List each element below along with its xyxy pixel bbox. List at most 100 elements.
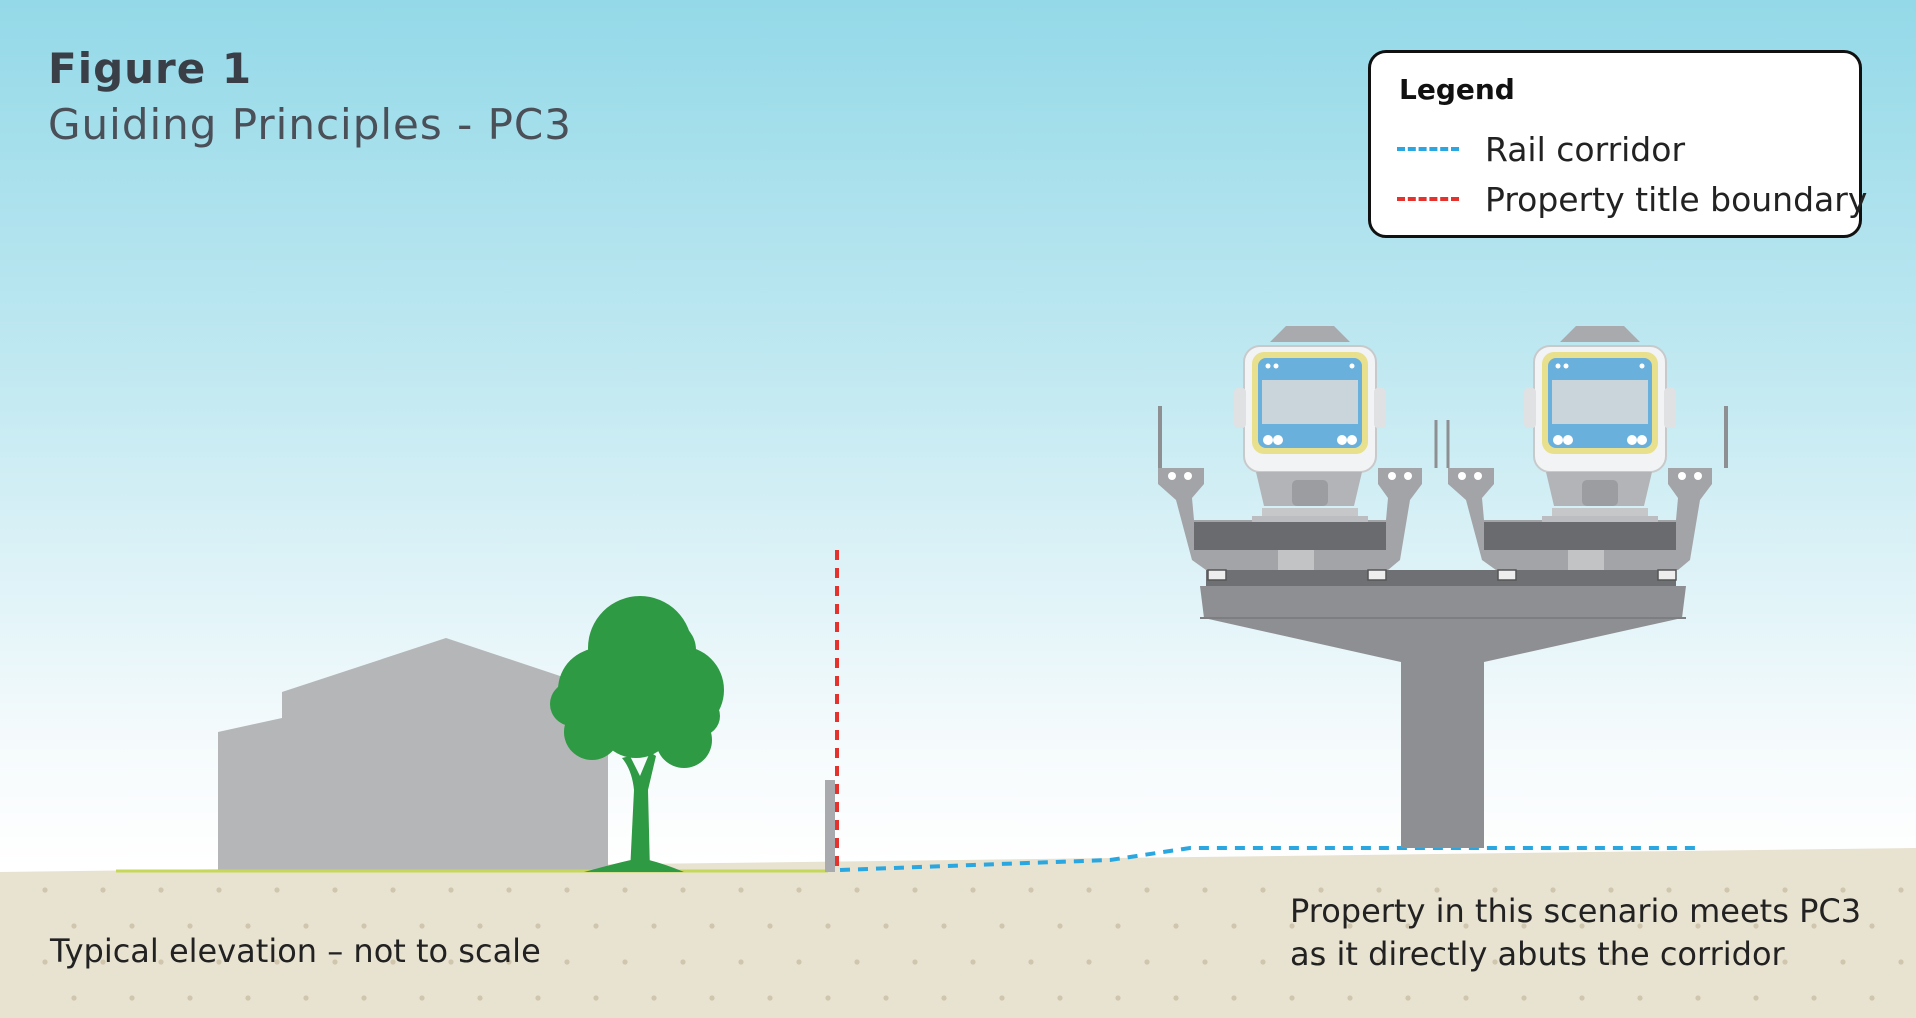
ground-dot <box>187 923 193 929</box>
ground-dot <box>1521 923 1527 929</box>
ground-dot <box>1115 995 1121 1001</box>
ground-dot <box>1405 995 1411 1001</box>
ground-dot <box>245 995 251 1001</box>
ground-dot <box>1202 959 1208 965</box>
ground-dot <box>1347 995 1353 1001</box>
ground-dot <box>1666 959 1672 965</box>
elevation-caption: Typical elevation – not to scale <box>50 932 541 970</box>
ground-dot <box>1434 887 1440 893</box>
ground-dot <box>1463 923 1469 929</box>
legend-title: Legend <box>1399 73 1515 106</box>
ground-dot <box>1231 923 1237 929</box>
ground-dot <box>1260 959 1266 965</box>
ground-dot <box>1057 923 1063 929</box>
ground-dot <box>1869 923 1875 929</box>
ground-dot <box>1434 959 1440 965</box>
ground-dot <box>1550 959 1556 965</box>
house-silhouette <box>218 638 608 872</box>
ground-dot <box>390 959 396 965</box>
ground-dot <box>999 923 1005 929</box>
ground-dot <box>361 923 367 929</box>
property-title-boundary-swatch <box>1397 197 1459 201</box>
ground-dot <box>100 887 106 893</box>
ground-dot <box>912 887 918 893</box>
ground-dot <box>1115 923 1121 929</box>
ground-dot <box>1289 995 1295 1001</box>
ground-dot <box>535 995 541 1001</box>
ground-dot <box>1898 887 1904 893</box>
ground-dot <box>71 995 77 1001</box>
ground-dot <box>216 959 222 965</box>
ground-dot <box>1782 887 1788 893</box>
ground-dot <box>1086 959 1092 965</box>
ground-dot <box>1811 995 1817 1001</box>
ground-dot <box>767 923 773 929</box>
ground-dot <box>651 995 657 1001</box>
figure-title: Figure 1 <box>48 44 253 93</box>
figure-subtitle: Guiding Principles - PC3 <box>48 100 572 149</box>
ground-dot <box>129 923 135 929</box>
ground-dot <box>71 923 77 929</box>
ground-dot <box>42 887 48 893</box>
ground-dot <box>216 887 222 893</box>
ground <box>0 848 1916 1018</box>
viaduct <box>1158 406 1728 848</box>
ground-dot <box>1463 995 1469 1001</box>
ground-dot <box>1173 995 1179 1001</box>
ground-dot <box>680 959 686 965</box>
ground-dot <box>1695 995 1701 1001</box>
train-right <box>1524 326 1676 522</box>
ground-dot <box>767 995 773 1001</box>
ground-dot <box>1492 959 1498 965</box>
ground-dot <box>1608 959 1614 965</box>
ground-dot <box>1173 923 1179 929</box>
ground-dot <box>448 959 454 965</box>
ground-dot <box>970 959 976 965</box>
ground-dot <box>187 995 193 1001</box>
rail-corridor-swatch <box>1397 147 1459 151</box>
fence-post <box>825 780 835 872</box>
ground-dot <box>999 995 1005 1001</box>
ground-dot <box>854 887 860 893</box>
ground-dot <box>1608 887 1614 893</box>
ground-dot <box>506 887 512 893</box>
ground-dot <box>564 959 570 965</box>
ground-dot <box>477 923 483 929</box>
legend-label: Property title boundary <box>1485 179 1868 219</box>
ground-dot <box>245 923 251 929</box>
ground-dot <box>1144 959 1150 965</box>
ground-dot <box>796 959 802 965</box>
ground-dot <box>1811 923 1817 929</box>
ground-dot <box>825 923 831 929</box>
ground-dot <box>1695 923 1701 929</box>
legend-item-property-title-boundary: Property title boundary <box>1397 179 1868 219</box>
ground-dot <box>1898 959 1904 965</box>
ground-dot <box>883 923 889 929</box>
ground-dot <box>1579 995 1585 1001</box>
ground-dot <box>332 959 338 965</box>
legend-box: Legend Rail corridor Property title boun… <box>1368 50 1867 238</box>
ground-dot <box>477 995 483 1001</box>
ground-dot <box>506 959 512 965</box>
ground-dot <box>332 887 338 893</box>
ground-dot <box>1753 923 1759 929</box>
ground-dot <box>535 923 541 929</box>
ground-dot <box>448 887 454 893</box>
ground-dot <box>709 923 715 929</box>
ground-dot <box>1869 995 1875 1001</box>
ground-dot <box>1724 887 1730 893</box>
scenario-caption-line-2: as it directly abuts the corridor <box>1290 935 1785 973</box>
legend-label: Rail corridor <box>1485 129 1686 169</box>
ground-dot <box>1028 887 1034 893</box>
ground-dot <box>593 923 599 929</box>
ground-dot <box>1724 959 1730 965</box>
ground-dot <box>1318 887 1324 893</box>
ground-dot <box>651 923 657 929</box>
ground-dot <box>419 923 425 929</box>
ground-dot <box>825 995 831 1001</box>
ground-dot <box>1840 887 1846 893</box>
ground-dot <box>1753 995 1759 1001</box>
ground-dot <box>1492 887 1498 893</box>
ground-dot <box>1202 887 1208 893</box>
ground-dot <box>1260 887 1266 893</box>
